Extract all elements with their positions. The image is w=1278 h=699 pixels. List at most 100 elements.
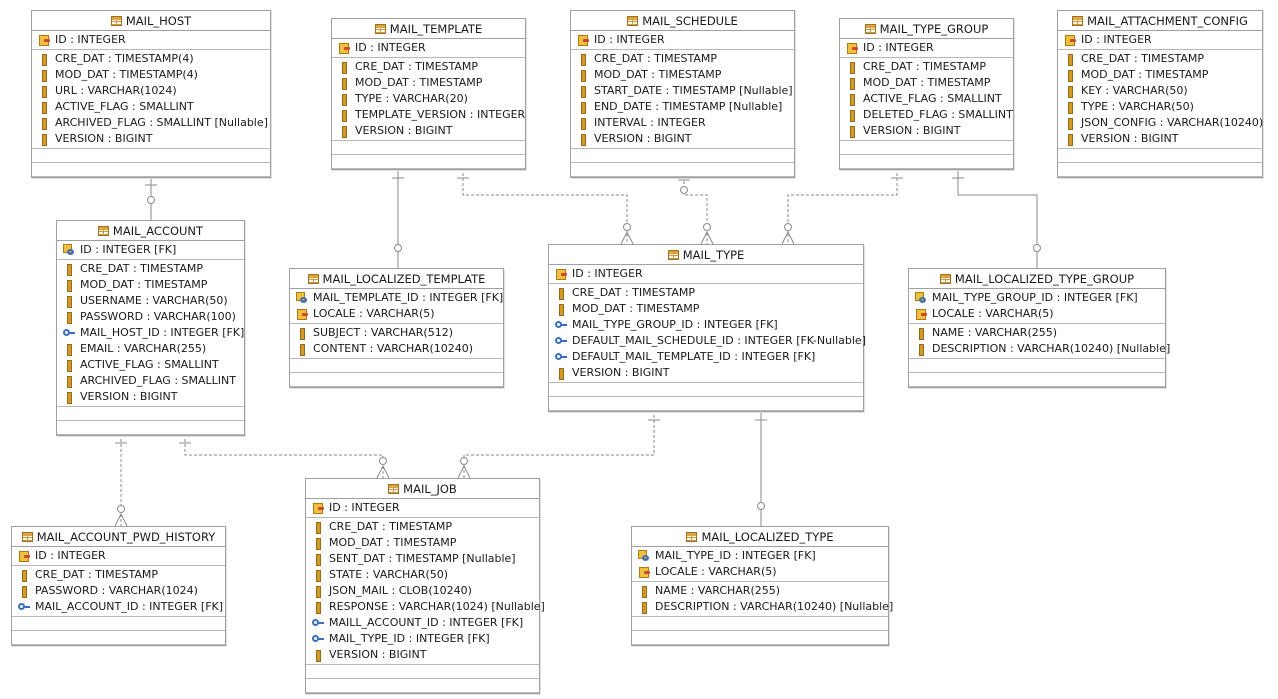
attribute-row[interactable]: PASSWORD : VARCHAR(1024) bbox=[12, 583, 225, 599]
attribute-row[interactable]: MAIL_TYPE_ID : INTEGER [FK] bbox=[632, 548, 888, 564]
attribute-row[interactable]: MAIL_TEMPLATE_ID : INTEGER [FK] bbox=[290, 290, 503, 306]
attribute-row[interactable]: START_DATE : TIMESTAMP [Nullable] bbox=[571, 83, 794, 99]
primary-key-icon bbox=[338, 42, 350, 54]
attribute-row[interactable]: LOCALE : VARCHAR(5) bbox=[290, 306, 503, 322]
attribute-label: MOD_DAT : TIMESTAMP bbox=[80, 278, 208, 291]
attribute-row[interactable]: VERSION : BIGINT bbox=[549, 365, 863, 381]
attribute-row[interactable]: ID : INTEGER bbox=[1058, 32, 1262, 48]
column-icon bbox=[1064, 69, 1076, 82]
attribute-row[interactable]: MOD_DAT : TIMESTAMP bbox=[1058, 67, 1262, 83]
attribute-row[interactable]: ACTIVE_FLAG : SMALLINT bbox=[32, 99, 270, 115]
attribute-row[interactable]: ID : INTEGER bbox=[32, 32, 270, 48]
attribute-row[interactable]: MOD_DAT : TIMESTAMP bbox=[549, 301, 863, 317]
attribute-row[interactable]: CONTENT : VARCHAR(10240) bbox=[290, 341, 503, 357]
attribute-row[interactable]: MAIL_TYPE_GROUP_ID : INTEGER [FK] bbox=[909, 290, 1165, 306]
attribute-row[interactable]: CRE_DAT : TIMESTAMP bbox=[840, 59, 1013, 75]
attribute-row[interactable]: DEFAULT_MAIL_SCHEDULE_ID : INTEGER [FK-N… bbox=[549, 333, 866, 349]
attribute-row[interactable]: SUBJECT : VARCHAR(512) bbox=[290, 325, 503, 341]
attribute-row[interactable]: URL : VARCHAR(1024) bbox=[32, 83, 270, 99]
attribute-row[interactable]: DELETED_FLAG : SMALLINT bbox=[840, 107, 1013, 123]
attribute-row[interactable]: VERSION : BIGINT bbox=[571, 131, 794, 147]
attribute-row[interactable]: MOD_DAT : TIMESTAMP bbox=[332, 75, 525, 91]
attribute-row[interactable]: MAIL_TYPE_GROUP_ID : INTEGER [FK] bbox=[549, 317, 863, 333]
attribute-row[interactable]: ID : INTEGER bbox=[549, 266, 863, 282]
attribute-row[interactable]: CRE_DAT : TIMESTAMP bbox=[12, 567, 225, 583]
attribute-row[interactable]: MOD_DAT : TIMESTAMP bbox=[306, 535, 539, 551]
attribute-label: MOD_DAT : TIMESTAMP bbox=[1081, 68, 1209, 81]
attribute-row[interactable]: MAIL_ACCOUNT_ID : INTEGER [FK] bbox=[12, 599, 225, 615]
attribute-row[interactable]: DESCRIPTION : VARCHAR(10240) [Nullable] bbox=[632, 599, 893, 615]
attribute-row[interactable]: CRE_DAT : TIMESTAMP bbox=[1058, 51, 1262, 67]
attribute-row[interactable]: MAIL_HOST_ID : INTEGER [FK] bbox=[57, 325, 244, 341]
attribute-row[interactable]: EMAIL : VARCHAR(255) bbox=[57, 341, 244, 357]
attribute-row[interactable]: ARCHIVED_FLAG : SMALLINT [Nullable] bbox=[32, 115, 270, 131]
attribute-row[interactable]: MAILL_ACCOUNT_ID : INTEGER [FK] bbox=[306, 615, 539, 631]
attribute-row[interactable]: TYPE : VARCHAR(20) bbox=[332, 91, 525, 107]
attribute-row[interactable]: LOCALE : VARCHAR(5) bbox=[632, 564, 888, 580]
attribute-row[interactable]: ARCHIVED_FLAG : SMALLINT bbox=[57, 373, 244, 389]
attribute-row[interactable]: CRE_DAT : TIMESTAMP bbox=[332, 59, 525, 75]
attribute-row[interactable]: DESCRIPTION : VARCHAR(10240) [Nullable] bbox=[909, 341, 1170, 357]
attribute-row[interactable]: MOD_DAT : TIMESTAMP(4) bbox=[32, 67, 270, 83]
optional-marker bbox=[379, 457, 387, 465]
attribute-row[interactable]: ACTIVE_FLAG : SMALLINT bbox=[840, 91, 1013, 107]
attribute-row[interactable]: NAME : VARCHAR(255) bbox=[909, 325, 1165, 341]
column-icon bbox=[915, 343, 927, 356]
attribute-row[interactable]: ID : INTEGER bbox=[332, 40, 525, 56]
attribute-row[interactable]: STATE : VARCHAR(50) bbox=[306, 567, 539, 583]
attribute-row[interactable]: MAIL_TYPE_ID : INTEGER [FK] bbox=[306, 631, 539, 647]
attribute-row[interactable]: CRE_DAT : TIMESTAMP bbox=[549, 285, 863, 301]
attribute-row[interactable]: ID : INTEGER [FK] bbox=[57, 242, 244, 258]
attribute-row[interactable]: TEMPLATE_VERSION : INTEGER bbox=[332, 107, 525, 123]
attribute-row[interactable]: PASSWORD : VARCHAR(100) bbox=[57, 309, 244, 325]
attribute-row[interactable]: DEFAULT_MAIL_TEMPLATE_ID : INTEGER [FK] bbox=[549, 349, 863, 365]
attribute-row[interactable]: ID : INTEGER bbox=[306, 500, 539, 516]
attribute-row[interactable]: VERSION : BIGINT bbox=[306, 647, 539, 663]
attribute-row[interactable]: ACTIVE_FLAG : SMALLINT bbox=[57, 357, 244, 373]
attribute-row[interactable]: JSON_MAIL : CLOB(10240) bbox=[306, 583, 539, 599]
attribute-row[interactable]: CRE_DAT : TIMESTAMP(4) bbox=[32, 51, 270, 67]
attribute-row[interactable]: INTERVAL : INTEGER bbox=[571, 115, 794, 131]
attribute-row[interactable]: VERSION : BIGINT bbox=[840, 123, 1013, 139]
attribute-row[interactable]: VERSION : BIGINT bbox=[57, 389, 244, 405]
attribute-row[interactable]: CRE_DAT : TIMESTAMP bbox=[57, 261, 244, 277]
attribute-row[interactable]: VERSION : BIGINT bbox=[332, 123, 525, 139]
attribute-row[interactable]: LOCALE : VARCHAR(5) bbox=[909, 306, 1165, 322]
attribute-row[interactable]: VERSION : BIGINT bbox=[32, 131, 270, 147]
attribute-row[interactable]: USERNAME : VARCHAR(50) bbox=[57, 293, 244, 309]
attribute-row[interactable]: MOD_DAT : TIMESTAMP bbox=[57, 277, 244, 293]
attribute-row[interactable]: ID : INTEGER bbox=[840, 40, 1013, 56]
attribute-row[interactable]: NAME : VARCHAR(255) bbox=[632, 583, 888, 599]
attribute-row[interactable]: JSON_CONFIG : VARCHAR(10240) bbox=[1058, 115, 1263, 131]
attribute-label: DESCRIPTION : VARCHAR(10240) [Nullable] bbox=[655, 600, 894, 613]
attribute-label: END_DATE : TIMESTAMP [Nullable] bbox=[594, 100, 783, 113]
attribute-row[interactable]: CRE_DAT : TIMESTAMP bbox=[571, 51, 794, 67]
attribute-row[interactable]: VERSION : BIGINT bbox=[1058, 131, 1262, 147]
attribute-row[interactable]: ID : INTEGER bbox=[12, 548, 225, 564]
attribute-row[interactable]: ID : INTEGER bbox=[571, 32, 794, 48]
attribute-row[interactable]: RESPONSE : VARCHAR(1024) [Nullable] bbox=[306, 599, 545, 615]
optional-marker bbox=[784, 223, 792, 231]
primary-key-icon bbox=[312, 502, 324, 514]
primary-key-section: ID : INTEGER bbox=[12, 547, 225, 566]
attribute-row[interactable]: MOD_DAT : TIMESTAMP bbox=[840, 75, 1013, 91]
attribute-row[interactable]: TYPE : VARCHAR(50) bbox=[1058, 99, 1262, 115]
attribute-row[interactable]: SENT_DAT : TIMESTAMP [Nullable] bbox=[306, 551, 539, 567]
attribute-row[interactable]: MOD_DAT : TIMESTAMP bbox=[571, 67, 794, 83]
attribute-row[interactable]: END_DATE : TIMESTAMP [Nullable] bbox=[571, 99, 794, 115]
attribute-row[interactable]: CRE_DAT : TIMESTAMP bbox=[306, 519, 539, 535]
attribute-row[interactable]: KEY : VARCHAR(50) bbox=[1058, 83, 1262, 99]
